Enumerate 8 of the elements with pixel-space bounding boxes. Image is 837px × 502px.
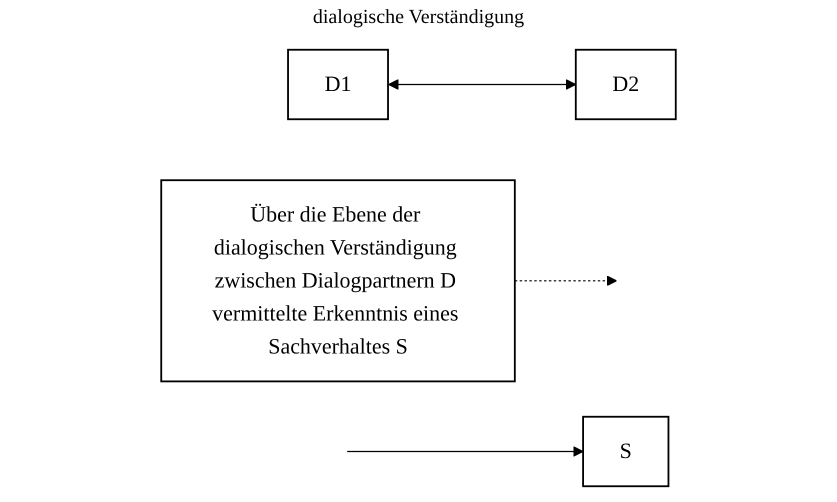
node-box: S — [582, 416, 670, 488]
node-box: D1 — [287, 48, 389, 120]
brace-label: dialogische Verständigung — [312, 6, 524, 28]
arrow — [388, 79, 576, 90]
node-box: D2 — [574, 48, 677, 120]
arrow — [514, 275, 618, 286]
node-box: Über die Ebene der dialogischen Verständigung zwischen Dialogpartnern D vermittelte Erkenntnis eines Sachverhaltes S — [160, 179, 516, 382]
arrow — [347, 446, 584, 457]
